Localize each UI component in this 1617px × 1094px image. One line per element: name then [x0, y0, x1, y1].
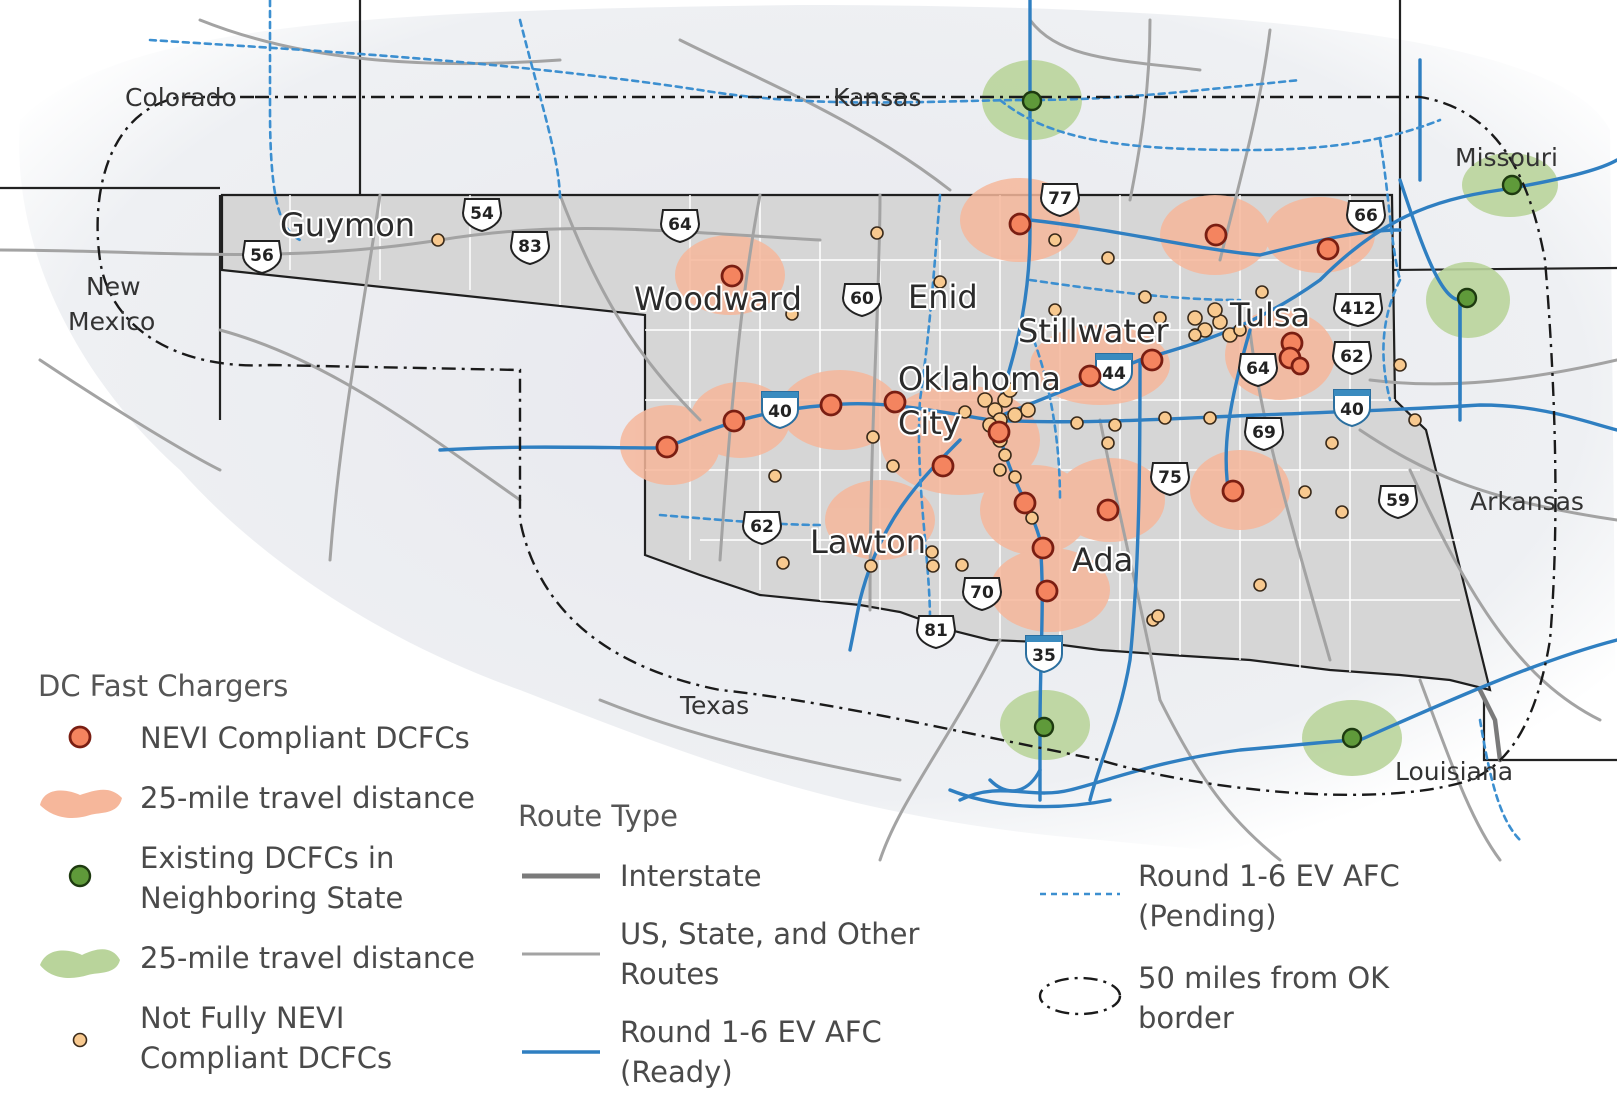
- svg-text:64: 64: [1246, 359, 1270, 379]
- city-stillwater: Stillwater: [1018, 312, 1170, 350]
- fifty-mile-buffer: [96, 95, 1557, 797]
- legend-other-routes-label-1: US, State, and Other: [620, 917, 919, 951]
- shield-us62-west: 62: [741, 511, 783, 546]
- svg-text:64: 64: [668, 215, 692, 235]
- legend-pending-label-1: Round 1-6 EV AFC: [1138, 859, 1400, 893]
- city-lawton: Lawton: [810, 523, 926, 561]
- label-new-mexico-2: Mexico: [68, 307, 155, 336]
- shield-us64-east: 64: [1237, 353, 1279, 388]
- city-ada: Ada: [1072, 541, 1133, 579]
- label-new-mexico-1: New: [86, 272, 141, 301]
- nevi-chargers: [655, 212, 1340, 603]
- svg-text:62: 62: [750, 517, 774, 537]
- svg-text:56: 56: [250, 246, 274, 266]
- legend-routes: Route Type Interstate US, State, and Oth…: [518, 799, 1400, 1089]
- shield-us64-west: 64: [659, 209, 701, 244]
- svg-text:62: 62: [1340, 347, 1364, 367]
- shield-us62-east: 62: [1331, 341, 1373, 376]
- city-oklahoma: Oklahoma: [898, 360, 1061, 398]
- shield-us60: 60: [841, 283, 883, 318]
- shield-i44: 44: [1095, 353, 1133, 392]
- legend-interstate-label: Interstate: [620, 859, 762, 893]
- legend-nevi-area-swatch: [40, 789, 122, 818]
- city-guymon: Guymon: [280, 206, 415, 244]
- state-borders: [0, 0, 1617, 762]
- shield-us83: 83: [509, 231, 551, 266]
- label-louisiana: Louisiana: [1395, 757, 1513, 786]
- svg-text:35: 35: [1032, 646, 1056, 666]
- svg-text:70: 70: [970, 583, 994, 603]
- label-missouri: Missouri: [1455, 143, 1558, 172]
- label-texas: Texas: [679, 691, 749, 720]
- legend-neighbor-label-1: Existing DCFCs in: [140, 841, 394, 875]
- legend-neighbor-area-label: 25-mile travel distance: [140, 941, 475, 975]
- svg-text:75: 75: [1158, 468, 1182, 488]
- svg-text:54: 54: [470, 204, 494, 224]
- shield-us56: 56: [241, 240, 283, 275]
- svg-text:44: 44: [1102, 364, 1126, 384]
- svg-text:83: 83: [518, 237, 542, 257]
- legend-neighbor-label-2: Neighboring State: [140, 881, 403, 915]
- legend-nevi-swatch: [68, 725, 92, 749]
- legend-nevi-label: NEVI Compliant DCFCs: [140, 721, 470, 755]
- shield-i35: 35: [1025, 635, 1063, 674]
- svg-text:59: 59: [1386, 491, 1410, 511]
- svg-text:60: 60: [850, 289, 874, 309]
- shield-us66: 66: [1345, 200, 1387, 235]
- legend-not-nevi-label-1: Not Fully NEVI: [140, 1001, 344, 1035]
- not-nevi-chargers: [431, 226, 1422, 627]
- legend-neighbor-swatch: [68, 864, 92, 888]
- svg-text:40: 40: [1340, 400, 1364, 420]
- legend-buffer-label-2: border: [1138, 1001, 1234, 1035]
- legend-pending-label-2: (Pending): [1138, 899, 1277, 933]
- shield-us59: 59: [1377, 485, 1419, 520]
- svg-text:412: 412: [1340, 299, 1376, 319]
- label-kansas: Kansas: [833, 83, 922, 112]
- label-colorado: Colorado: [125, 83, 237, 112]
- legend-neighbor-area-swatch: [40, 949, 120, 978]
- city-woodward: Woodward: [634, 280, 802, 318]
- legend-chargers: DC Fast Chargers NEVI Compliant DCFCs 25…: [38, 669, 475, 1075]
- svg-text:66: 66: [1354, 206, 1378, 226]
- route-shields: 56 54 83 64 60 77 66 412 62 64 69 75 59 …: [241, 183, 1419, 674]
- svg-text:40: 40: [768, 402, 792, 422]
- shield-us54: 54: [461, 198, 503, 233]
- label-arkansas: Arkansas: [1470, 487, 1584, 516]
- city-tulsa: Tulsa: [1229, 296, 1310, 334]
- svg-text:69: 69: [1252, 423, 1276, 443]
- shield-us70: 70: [961, 577, 1003, 612]
- shield-i40-east: 40: [1333, 389, 1371, 428]
- legend-nevi-area-label: 25-mile travel distance: [140, 781, 475, 815]
- state-labels: Colorado Kansas Missouri New Mexico Arka…: [68, 83, 1584, 786]
- legend-chargers-title: DC Fast Chargers: [38, 669, 288, 703]
- legend-buffer-label-1: 50 miles from OK: [1138, 961, 1390, 995]
- interstates: [1477, 687, 1503, 763]
- legend-buffer-swatch: [1038, 976, 1122, 1016]
- legend-not-nevi-label-2: Compliant DCFCs: [140, 1041, 392, 1075]
- legend-other-routes-label-2: Routes: [620, 957, 719, 991]
- shield-us69: 69: [1243, 417, 1285, 452]
- svg-text:77: 77: [1048, 189, 1072, 209]
- shield-us77: 77: [1039, 183, 1081, 218]
- legend-ready-label-1: Round 1-6 EV AFC: [620, 1015, 882, 1049]
- shield-us81: 81: [915, 615, 957, 650]
- shield-us75: 75: [1149, 462, 1191, 497]
- svg-text:81: 81: [924, 621, 948, 641]
- shield-i40-west: 40: [761, 391, 799, 430]
- legend-route-title: Route Type: [518, 799, 678, 833]
- city-enid: Enid: [908, 278, 978, 316]
- legend-ready-label-2: (Ready): [620, 1055, 733, 1089]
- legend-not-nevi-swatch: [72, 1032, 88, 1048]
- city-labels: Guymon Woodward Enid Stillwater Tulsa Ok…: [278, 204, 1312, 581]
- neighbor-chargers: [1021, 90, 1523, 749]
- afc-pending-routes: [148, 0, 1522, 842]
- shield-us412: 412: [1332, 293, 1384, 328]
- city-city: City: [898, 404, 961, 442]
